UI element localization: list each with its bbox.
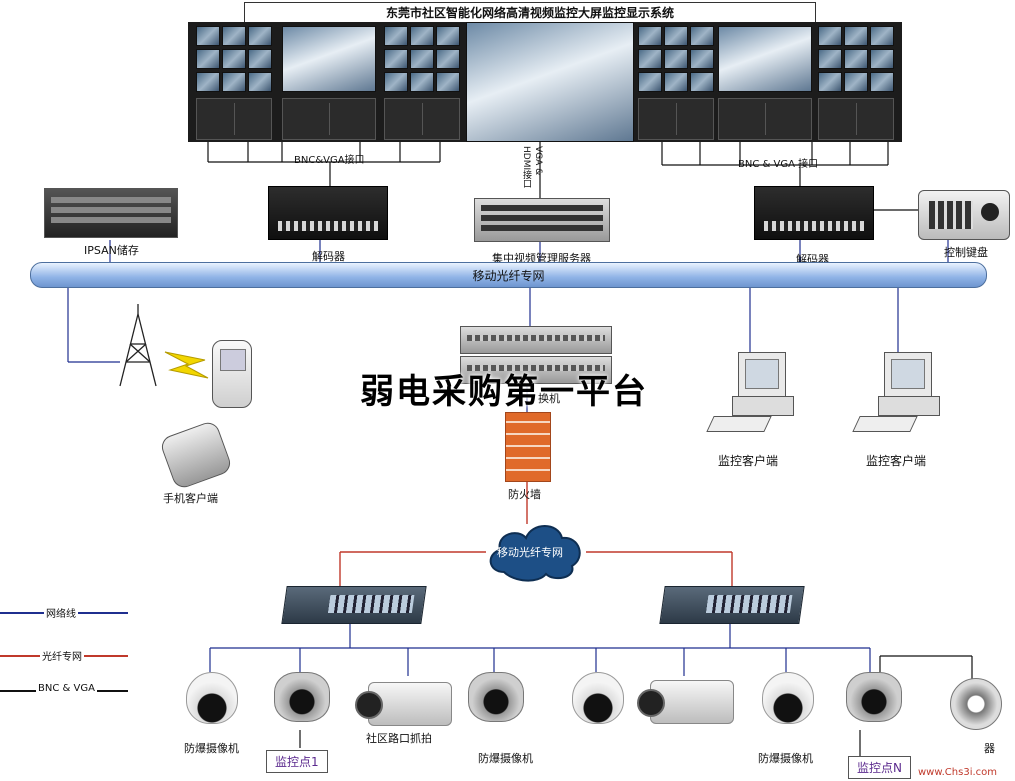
- decoder-right: [754, 186, 874, 240]
- firewall-icon: [505, 412, 551, 482]
- ipsan-storage: [44, 188, 178, 238]
- monitor-client-2-icon: [852, 352, 946, 437]
- watermark-text: 弱电采购第一平台: [360, 372, 648, 412]
- dome-camera-3: [762, 672, 814, 724]
- monitor-client-1-label: 监控客户端: [718, 454, 779, 468]
- legend-fiber-label: 光纤专网: [40, 648, 84, 663]
- vga-hdmi-label: VGA & HDMI接口: [521, 146, 543, 189]
- camera-label-2: 防爆摄像机: [478, 752, 533, 765]
- signal-bolt: [164, 351, 209, 379]
- cloud-icon: [489, 525, 581, 582]
- site-watermark: www.Chs3i.com: [918, 767, 998, 778]
- legend-bnc-label: BNC & VGA: [36, 683, 97, 694]
- access-switch-left: [281, 586, 427, 624]
- camera-label-1: 防爆摄像机: [184, 742, 239, 755]
- explosion-camera-3: [846, 672, 902, 722]
- keyboard-label: 控制键盘: [944, 246, 988, 259]
- core-switch-1: [460, 326, 612, 354]
- dome-camera-2: [572, 672, 624, 724]
- box-camera: [637, 680, 734, 724]
- access-switch-right: [659, 586, 805, 624]
- speaker-device: [950, 678, 1002, 730]
- dome-camera-1: [186, 672, 238, 724]
- server-label: 集中视频管理服务器: [492, 252, 591, 265]
- camera-label-3: 防爆摄像机: [758, 752, 813, 765]
- network-lines: [67, 240, 949, 676]
- decoder-left: [268, 186, 388, 240]
- core-switch-2: [460, 356, 612, 384]
- monitoring-point-n: 监控点N: [848, 756, 911, 779]
- management-server: [474, 198, 610, 242]
- cloud-label: 移动光纤专网: [497, 546, 563, 559]
- control-keyboard: [918, 190, 1010, 240]
- camera-label-road: 社区路口抓拍: [366, 732, 432, 745]
- decoder-left-label: 解码器: [312, 250, 345, 263]
- ipsan-label: IPSAN储存: [84, 244, 139, 257]
- firewall-label: 防火墙: [508, 488, 541, 501]
- switch-label: 换机: [538, 392, 560, 405]
- page-title: 东莞市社区智能化网络高清视频监控大屏监控显示系统: [244, 2, 816, 24]
- antenna-tower-icon: [119, 304, 157, 387]
- legend-network-label: 网络线: [44, 605, 78, 620]
- monitor-client-1-icon: [706, 352, 800, 437]
- bnc-vga-lines: [207, 142, 918, 211]
- bnc-vga-left-label: BNC&VGA接口: [294, 155, 365, 166]
- explosion-camera-1: [274, 672, 330, 722]
- mobile-client-label: 手机客户端: [163, 492, 218, 505]
- bus-label: 移动光纤专网: [472, 269, 545, 283]
- fiber-lines: [339, 482, 733, 588]
- mobile-phone-icon: [212, 340, 252, 408]
- bnc-vga-right-label: BNC & VGA 接口: [738, 159, 819, 170]
- road-capture-camera: [355, 682, 452, 726]
- camera-label-last: 器: [984, 742, 995, 755]
- explosion-camera-2: [468, 672, 524, 722]
- video-wall: [188, 22, 902, 142]
- fiber-network-bus: 移动光纤专网: [30, 262, 987, 288]
- monitoring-point-1: 监控点1: [266, 750, 328, 773]
- monitor-client-2-label: 监控客户端: [866, 454, 927, 468]
